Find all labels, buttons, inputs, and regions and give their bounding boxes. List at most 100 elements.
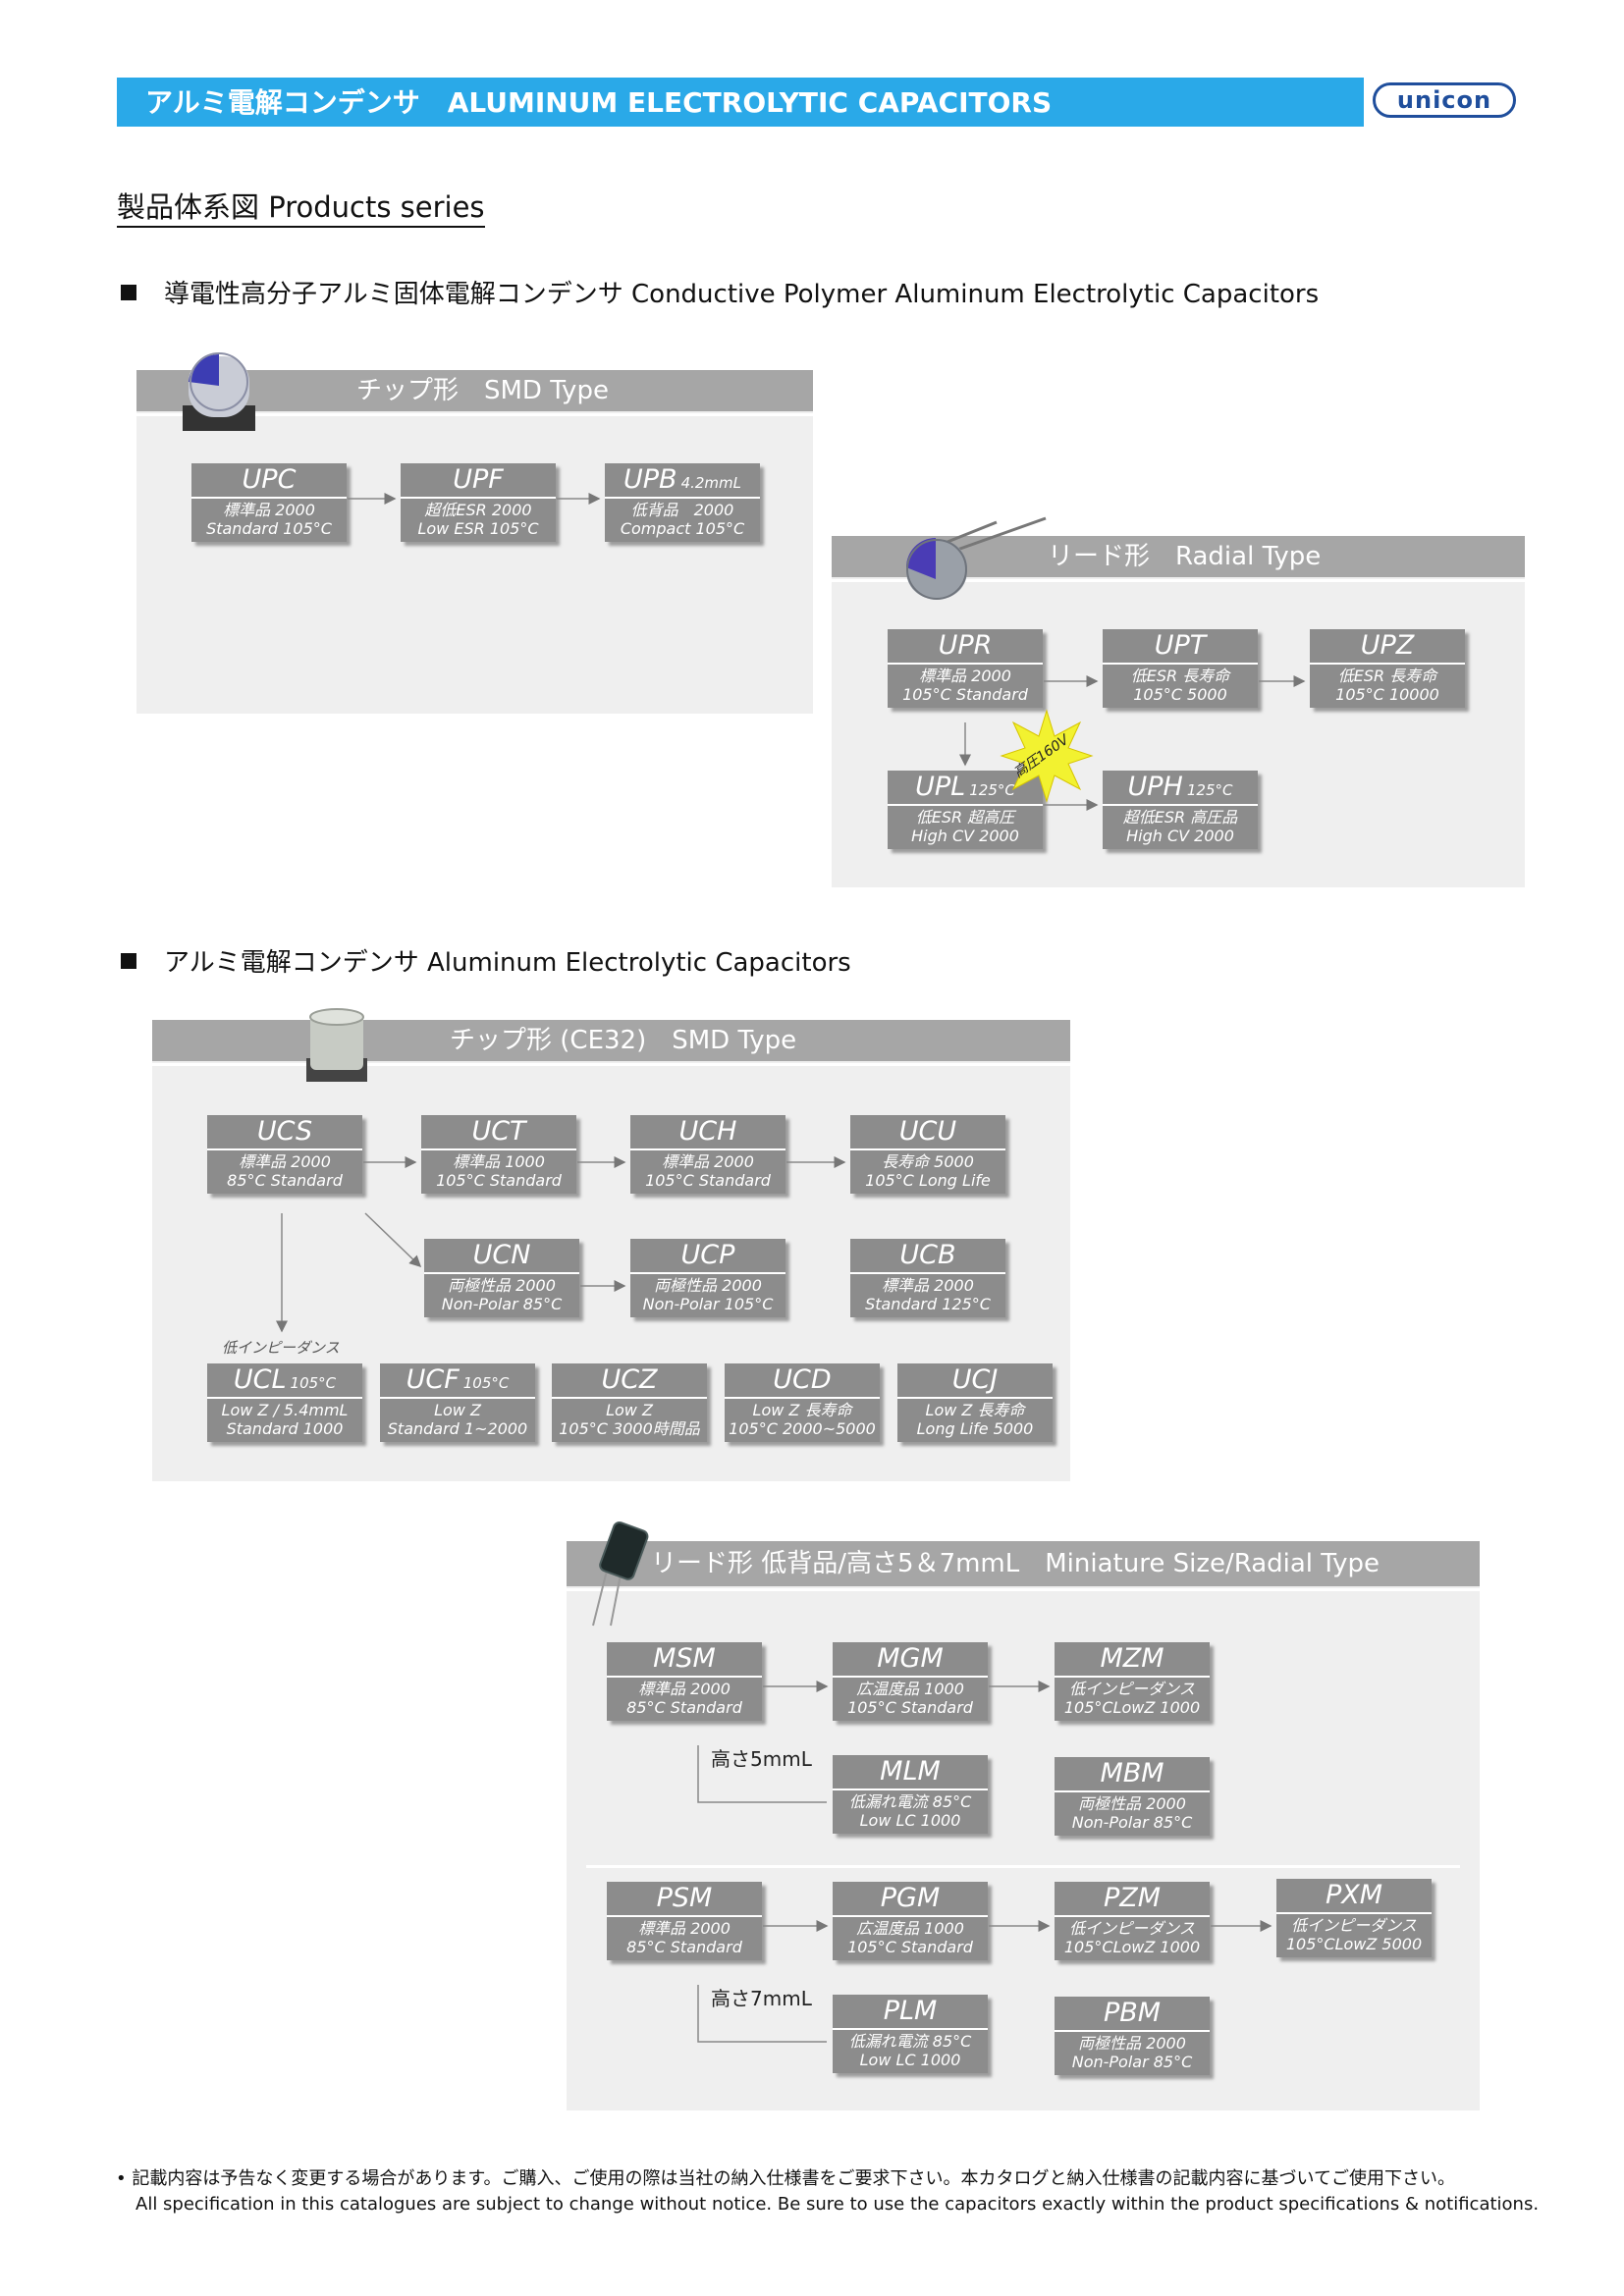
product-name: PGM	[880, 1883, 941, 1913]
product-name: UCB	[899, 1240, 956, 1270]
product-desc-2: 105°CLowZ 1000	[1063, 1698, 1201, 1717]
product-desc-2: 85°C Standard	[626, 1698, 742, 1717]
product-desc-2: 85°C Standard	[227, 1171, 343, 1190]
footer-note-jp: • 記載内容は予告なく変更する場合があります。ご購入、ご使用の際は当社の納入仕様…	[116, 2167, 1455, 2191]
product-desc-1: 標準品 2000	[638, 1680, 731, 1698]
product-desc-1: 標準品 2000	[919, 667, 1011, 685]
product-desc-2: High CV 2000	[1126, 827, 1234, 845]
product-name: PXM	[1325, 1880, 1383, 1910]
product-name: PLM	[883, 1996, 938, 2026]
product-name: UCT	[471, 1116, 526, 1147]
product-desc-2: Non-Polar 85°C	[441, 1295, 563, 1313]
product-desc-2: Standard 125°C	[865, 1295, 991, 1313]
product-desc-1: Low Z	[434, 1401, 481, 1419]
product-name: UPL	[915, 772, 966, 802]
high-voltage-burst-icon	[1000, 709, 1094, 803]
square-bullet-icon	[121, 284, 136, 300]
product-name: UPH	[1127, 772, 1183, 802]
header-title: アルミ電解コンデンサ ALUMINUM ELECTROLYTIC CAPACIT…	[145, 86, 1053, 119]
product-desc-2: 105°C Standard	[436, 1171, 562, 1190]
product-desc-2: 105°C 2000~5000	[729, 1419, 876, 1438]
product-desc-2: 105°C Standard	[645, 1171, 771, 1190]
product-desc-1: 低ESR 長寿命	[1337, 667, 1437, 685]
product-desc-1: 両極性品 2000	[1078, 1794, 1186, 1813]
page-title: 製品体系図 Products series	[117, 188, 485, 228]
product-sub: 105°C	[290, 1374, 337, 1392]
product-desc-1: 標準品 2000	[239, 1152, 331, 1171]
product-name: PSM	[656, 1883, 713, 1913]
miniature-radial-capacitor-icon	[592, 1521, 649, 1627]
product-desc-1: 長寿命 5000	[882, 1152, 974, 1171]
product-desc-2: Standard 1000	[226, 1419, 344, 1438]
product-desc-1: 低インピーダンス	[1069, 1680, 1195, 1698]
low-impedance-note: 低インピーダンス	[222, 1339, 340, 1357]
product-desc-1: 低漏れ電流 85°C	[848, 1792, 972, 1811]
product-name: UPF	[453, 464, 504, 495]
section-title-text: 導電性高分子アルミ固体電解コンデンサ Conductive Polymer Al…	[164, 280, 1320, 309]
product-desc-1: Low Z 長寿命	[752, 1401, 852, 1419]
footer-line1: 記載内容は予告なく変更する場合があります。ご購入、ご使用の際は当社の納入仕様書を…	[132, 2168, 1455, 2189]
section-aluminum-title: アルミ電解コンデンサ Aluminum Electrolytic Capacit…	[121, 946, 851, 980]
product-desc-2: Low LC 1000	[859, 1811, 961, 1830]
panel-label: リード形 Radial Type	[1048, 542, 1322, 571]
panel-label: チップ形 SMD Type	[356, 376, 609, 405]
connector-psm-plm	[697, 1985, 827, 2043]
panel-label: リード形 低背品/高さ5＆7mmL Miniature Size/Radial …	[651, 1549, 1380, 1578]
product-desc-2: Low ESR 105°C	[417, 519, 539, 538]
product-name: UCD	[773, 1364, 832, 1395]
product-name: PZM	[1103, 1883, 1162, 1913]
product-desc-1: 低ESR 超高圧	[915, 808, 1015, 827]
arrow-ucs-ucn	[364, 1212, 422, 1268]
panel-divider	[152, 1063, 1070, 1066]
product-desc-2: 105°CLowZ 1000	[1063, 1938, 1201, 1956]
product-name: UCL	[233, 1364, 287, 1395]
product-name: UPT	[1154, 630, 1207, 661]
panel-aluminum-smd-bar: チップ形 (CE32) SMD Type	[152, 1020, 1070, 1061]
smd-polymer-capacitor-icon	[183, 352, 255, 431]
product-desc-1: Low Z / 5.4mmL	[221, 1401, 349, 1419]
product-desc-1: 両極性品 2000	[654, 1276, 762, 1295]
product-name: PBM	[1103, 1998, 1162, 2028]
product-desc-1: 標準品 1000	[453, 1152, 545, 1171]
product-desc-1: 広温度品 1000	[856, 1680, 964, 1698]
product-desc-2: 105°C 10000	[1335, 685, 1439, 704]
product-name: UCZ	[601, 1364, 658, 1395]
panel-miniature-radial-bar: リード形 低背品/高さ5＆7mmL Miniature Size/Radial …	[567, 1541, 1480, 1586]
product-desc-1: 低漏れ電流 85°C	[848, 2032, 972, 2051]
product-desc-2: 105°CLowZ 5000	[1285, 1935, 1423, 1953]
product-desc-1: 低インピーダンス	[1291, 1916, 1417, 1935]
footer-note-en: All specification in this catalogues are…	[135, 2194, 1540, 2215]
product-desc-1: 低背品 2000	[630, 501, 734, 519]
